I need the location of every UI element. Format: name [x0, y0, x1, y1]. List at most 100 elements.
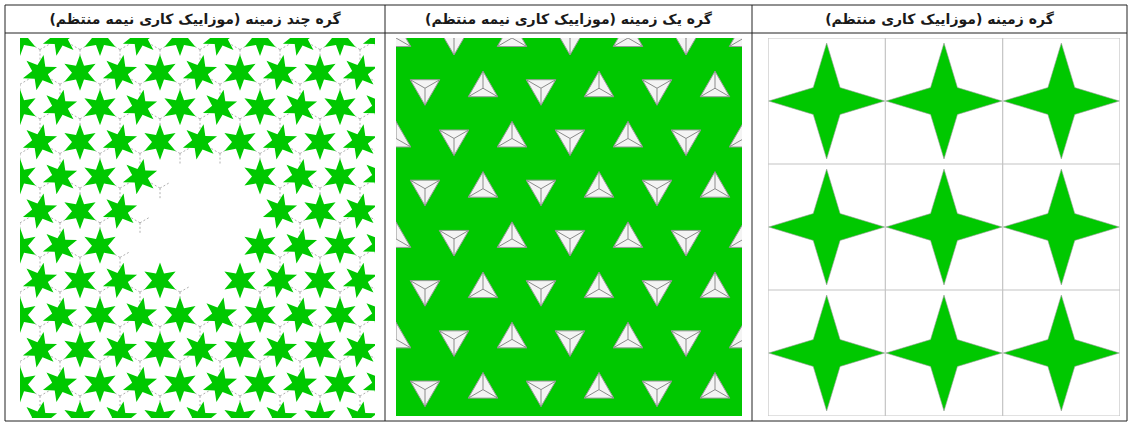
star-tile	[343, 194, 375, 229]
motif-line	[454, 230, 469, 239]
star-tile	[43, 228, 77, 263]
motif-line	[729, 339, 742, 348]
motif-line	[541, 189, 542, 206]
motif-triangle	[642, 180, 671, 206]
star-tile	[343, 332, 375, 367]
motif-line	[686, 138, 687, 155]
motif-line	[599, 172, 600, 189]
triangle-motif	[700, 373, 729, 399]
motif-triangle	[439, 38, 468, 55]
motif-line	[686, 38, 687, 55]
motif-triangle	[729, 322, 742, 348]
star-tile	[84, 366, 115, 402]
triangle-motif	[555, 230, 584, 256]
motif-triangle	[555, 130, 584, 156]
motif-line	[439, 331, 454, 340]
motif-triangle	[526, 281, 555, 307]
star-tile	[23, 194, 57, 229]
motif-line	[526, 381, 541, 390]
triangle-motif	[410, 281, 439, 307]
triangle-motif	[555, 38, 584, 55]
motif-line	[715, 189, 730, 198]
star-tile	[244, 89, 275, 125]
motif-line	[671, 331, 686, 340]
motif-line	[599, 189, 614, 198]
motif-line	[410, 180, 425, 189]
motif-line	[715, 71, 716, 88]
motif-line	[729, 138, 742, 147]
motif-triangle	[671, 130, 700, 156]
motif-line	[483, 373, 484, 390]
column-header: گره چند زمینه (موزاییک کاری نیمه منتظم)	[49, 11, 340, 28]
motif-line	[570, 331, 585, 340]
motif-triangle	[410, 80, 439, 106]
motif-line	[483, 172, 484, 189]
motif-line	[715, 390, 730, 399]
motif-triangle	[642, 281, 671, 307]
star-tile	[224, 124, 255, 160]
motif-line	[468, 390, 483, 399]
motif-line	[657, 281, 672, 290]
motif-line	[541, 80, 556, 89]
triangle-motif	[584, 373, 613, 399]
motif-line	[599, 289, 614, 298]
triangle-motif	[439, 38, 468, 55]
triangle-motif	[671, 38, 700, 55]
motif-line	[396, 38, 411, 47]
star-tile	[304, 55, 335, 91]
star-tile	[123, 297, 157, 332]
motif-line	[454, 138, 455, 155]
motif-triangle	[613, 38, 642, 47]
motif-line	[599, 71, 600, 88]
motif-line	[628, 38, 643, 47]
motif-triangle	[396, 38, 411, 47]
motif-triangle	[671, 331, 700, 357]
motif-line	[584, 88, 599, 97]
motif-line	[468, 289, 483, 298]
triangle-motif	[468, 71, 497, 97]
motif-line	[657, 180, 672, 189]
star-tile	[363, 159, 375, 194]
triangle-motif	[439, 331, 468, 357]
triangle-motif	[396, 322, 411, 348]
motif-triangle	[584, 172, 613, 198]
triangle-motif	[729, 38, 742, 47]
motif-line	[512, 121, 513, 138]
triangle-motif	[700, 71, 729, 97]
motif-triangle	[497, 222, 526, 248]
star-tile	[769, 169, 885, 285]
dashed-guide	[20, 355, 30, 373]
star-tile	[343, 401, 375, 418]
star-tile	[263, 124, 297, 159]
star-tile	[324, 228, 355, 264]
pattern-ground	[20, 38, 375, 418]
motif-line	[541, 381, 556, 390]
motif-triangle	[439, 331, 468, 357]
star-tile	[183, 55, 217, 90]
motif-line	[584, 289, 599, 298]
star-tile	[304, 262, 335, 298]
table-rule	[752, 5, 753, 421]
motif-line	[628, 322, 629, 339]
motif-triangle	[642, 80, 671, 106]
star-tile	[164, 366, 195, 402]
star-tile	[224, 401, 255, 418]
motif-line	[439, 130, 454, 139]
triangle-motif	[729, 322, 742, 348]
motif-triangle	[642, 381, 671, 407]
star-tile	[886, 169, 1002, 285]
motif-line	[715, 289, 730, 298]
star-tile	[144, 262, 175, 298]
star-tile	[64, 332, 95, 368]
star-tile	[20, 366, 36, 402]
star-tile	[324, 38, 355, 56]
motif-line	[454, 339, 455, 356]
triangle-motif	[396, 38, 411, 47]
motif-triangle	[700, 373, 729, 399]
triangle-motif	[642, 180, 671, 206]
motif-line	[410, 281, 425, 290]
star-tile	[84, 38, 115, 56]
star-tile	[363, 367, 375, 402]
motif-line	[628, 121, 629, 138]
triangle-motif	[526, 381, 555, 407]
